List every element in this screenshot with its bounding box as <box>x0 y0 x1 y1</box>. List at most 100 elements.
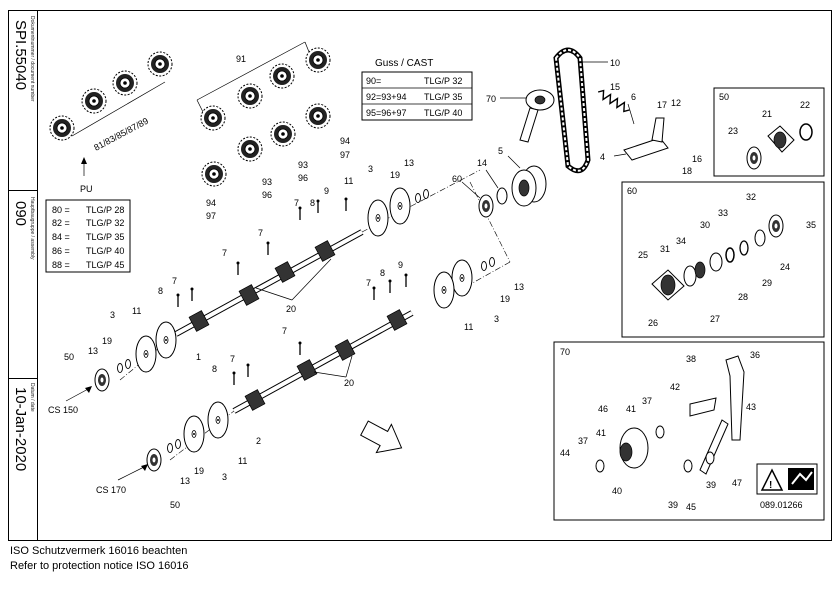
gear-icon <box>201 161 227 187</box>
gear-icon <box>269 63 295 89</box>
callout-9: 9 <box>324 186 329 196</box>
warning-code: 089.01266 <box>760 500 803 510</box>
pu-table-heading: PU <box>80 184 93 194</box>
protection-notice-en: Refer to protection notice ISO 16016 <box>10 560 189 572</box>
pu-row-code: 86 = <box>52 246 70 256</box>
callout-19: 19 <box>102 336 112 346</box>
pu-row-code: 80 = <box>52 205 70 215</box>
callout-60: 60 <box>452 174 462 184</box>
disc-icon <box>135 335 157 373</box>
callout-23: 23 <box>728 126 738 136</box>
callout-2: 2 <box>256 436 261 446</box>
lower-shaft <box>232 309 414 414</box>
cast-table: 90= TLG/P 32 92=93+94 TLG/P 35 95=96+97 … <box>361 71 473 121</box>
callout-34: 34 <box>676 236 686 246</box>
callout-3: 3 <box>494 314 499 324</box>
bearing-icon <box>478 194 494 218</box>
callout-24: 24 <box>780 262 790 272</box>
callout-50: 50 <box>170 500 180 510</box>
gear-icon <box>49 115 75 141</box>
callout-27: 27 <box>710 314 720 324</box>
callout-96: 96 <box>298 173 308 183</box>
gear-icon <box>200 105 226 131</box>
group-cell: Hauptbaugruppe / assembly 090 <box>8 190 38 378</box>
bolt-icon <box>297 205 303 221</box>
callout-39: 39 <box>668 500 678 510</box>
callout-11: 11 <box>344 176 353 186</box>
gear-icon <box>305 103 331 129</box>
callout-7: 7 <box>258 228 263 238</box>
callout-21: 21 <box>762 109 772 119</box>
pu-row-value: TLG/P 28 <box>86 205 124 215</box>
detail-box-60 <box>621 181 825 338</box>
gear-icon <box>81 88 107 114</box>
callout-7: 7 <box>222 248 227 258</box>
tensioner-arm <box>519 89 555 143</box>
callout-8: 8 <box>212 364 217 374</box>
callout-35: 35 <box>806 220 816 230</box>
title-block: Dokumentnummer / document number SPI.550… <box>8 10 38 541</box>
pu-gear-set <box>49 51 173 141</box>
callout-3: 3 <box>222 472 227 482</box>
callout-7: 7 <box>366 278 371 288</box>
callout-7: 7 <box>172 276 177 286</box>
pu-row-code: 84 = <box>52 232 70 242</box>
washer-icon <box>415 193 421 203</box>
callout-41: 41 <box>596 428 606 438</box>
detail-60-parts <box>651 214 784 301</box>
washer-icon <box>489 257 495 267</box>
cast-row-code: 90= <box>366 76 381 86</box>
bolt-icon <box>245 362 251 378</box>
callout-91: 91 <box>236 54 246 64</box>
bolt-icon <box>175 292 181 308</box>
callout-94: 94 <box>340 136 350 146</box>
spring <box>597 89 630 113</box>
washer-icon <box>423 189 429 199</box>
callout-20: 20 <box>286 304 296 314</box>
callout-93: 93 <box>298 160 308 170</box>
bracket <box>623 117 669 161</box>
gear-icon <box>270 121 296 147</box>
callout-41: 41 <box>626 404 636 414</box>
callout-13: 13 <box>88 346 98 356</box>
bolt-icon <box>387 278 393 294</box>
bearing-icon <box>768 214 784 238</box>
callout-39: 39 <box>706 480 716 490</box>
callout-33: 33 <box>718 208 728 218</box>
callout-30: 30 <box>700 220 710 230</box>
callout-45: 45 <box>686 502 696 512</box>
callout-94: 94 <box>206 198 216 208</box>
callout-7: 7 <box>282 326 287 336</box>
callout-46: 46 <box>598 404 608 414</box>
pu-row-value: TLG/P 32 <box>86 218 124 228</box>
gear-set-label: 81/83/85/87/89 <box>92 116 150 153</box>
callout-97: 97 <box>340 150 350 160</box>
gear-icon <box>305 47 331 73</box>
washer-icon <box>117 363 123 373</box>
gear-icon <box>237 83 263 109</box>
bolt-icon <box>189 286 195 302</box>
direction-arrow <box>360 420 403 454</box>
gear-icon <box>237 136 263 162</box>
pu-row-code: 88 = <box>52 260 70 270</box>
callout-93: 93 <box>262 177 272 187</box>
bearing-icon <box>146 448 162 472</box>
cs170-arrow <box>117 465 147 481</box>
pu-row-value: TLG/P 40 <box>86 246 124 256</box>
callout-47: 47 <box>732 478 742 488</box>
callout-18: 18 <box>682 166 692 176</box>
callout-31: 31 <box>660 244 670 254</box>
cast-row-code: 92=93+94 <box>366 92 407 102</box>
centerlines <box>119 169 511 461</box>
callout-8: 8 <box>158 286 163 296</box>
date-cell: Datum / date 10-Jan-2020 <box>8 378 38 541</box>
svg-text:!: ! <box>769 480 772 491</box>
bolt-icon <box>297 340 303 356</box>
bearing-icon <box>94 368 110 392</box>
cs170-label: CS 170 <box>96 485 126 495</box>
callout-36: 36 <box>750 350 760 360</box>
cs150-arrow <box>65 387 91 402</box>
disc-icon <box>183 415 205 453</box>
callout-37: 37 <box>642 396 652 406</box>
